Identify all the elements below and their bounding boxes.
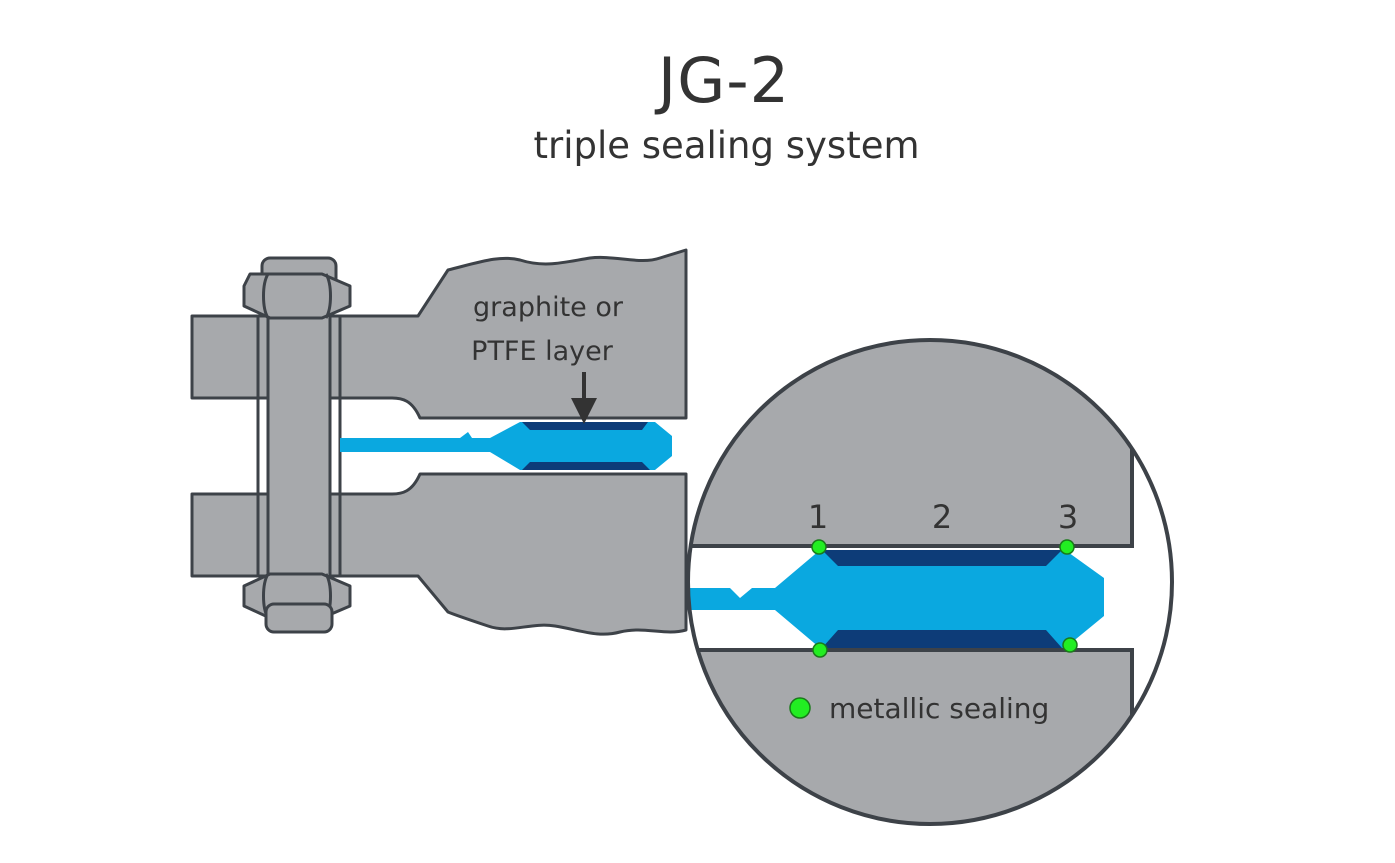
diagram-subtitle: triple sealing system bbox=[533, 124, 920, 167]
callout-line-1: graphite or bbox=[473, 292, 624, 323]
gasket bbox=[340, 422, 672, 470]
seal-point-3-bottom bbox=[1062, 637, 1078, 653]
seal-point-1-top bbox=[811, 539, 827, 555]
legend-label: metallic sealing bbox=[829, 692, 1049, 725]
callout-line-2: PTFE layer bbox=[471, 336, 614, 367]
detail-magnifier bbox=[686, 338, 1174, 826]
diagram-title: JG-2 bbox=[657, 44, 791, 117]
seal-point-label-2: 2 bbox=[932, 498, 952, 536]
top-nut bbox=[242, 256, 352, 320]
legend-marker bbox=[789, 697, 811, 719]
seal-point-3-top bbox=[1059, 539, 1075, 555]
callout-arrow bbox=[571, 372, 597, 424]
seal-point-label-3: 3 bbox=[1058, 498, 1078, 536]
seal-point-label-1: 1 bbox=[808, 498, 828, 536]
seal-point-1-bottom bbox=[812, 642, 828, 658]
bottom-nut bbox=[242, 572, 352, 634]
legend: metallic sealing bbox=[789, 692, 1049, 725]
